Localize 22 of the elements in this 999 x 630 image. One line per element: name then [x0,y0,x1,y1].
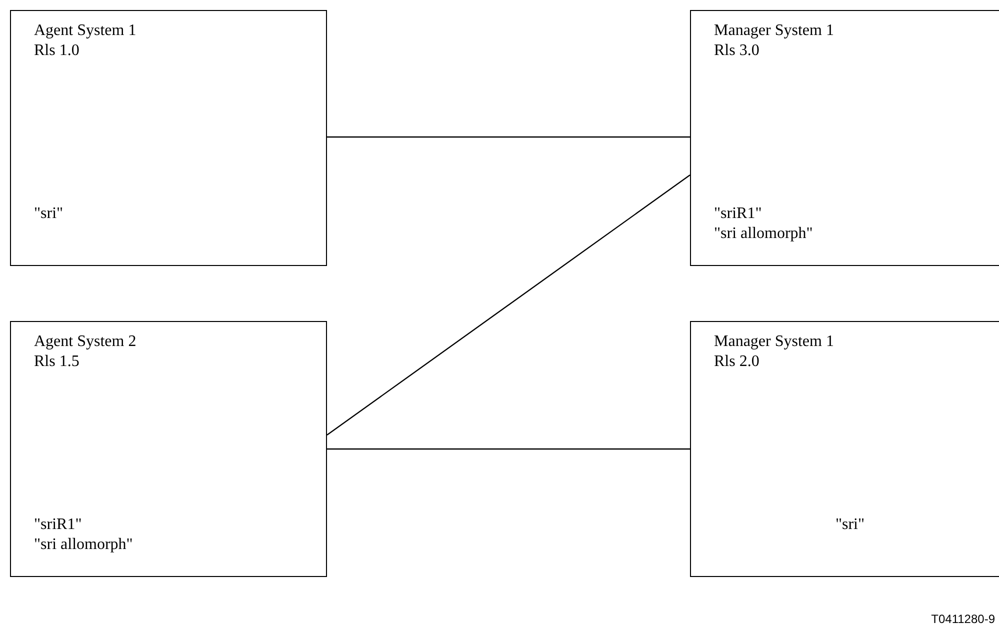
connector-line [326,174,690,436]
figure-number: T0411280-9 [931,611,995,628]
system-note: "sriR1" [714,204,762,224]
system-heading: Rls 3.0 [714,41,760,61]
system-box [10,321,327,577]
system-note: "sri allomorph" [34,535,133,555]
connector-line [327,136,690,138]
system-note: "sriR1" [34,515,82,535]
system-heading: Rls 2.0 [714,352,760,372]
system-heading: Rls 1.0 [34,41,80,61]
system-heading: Agent System 1 [34,21,136,41]
system-box [690,10,999,266]
system-heading: Manager System 1 [714,332,834,352]
connector-line [327,448,690,450]
system-note: "sri" [34,204,64,224]
system-heading: Manager System 1 [714,21,834,41]
system-heading: Agent System 2 [34,332,136,352]
system-box [10,10,327,266]
system-note: "sri" [835,515,865,535]
system-box [690,321,999,577]
system-note: "sri allomorph" [714,224,813,244]
system-heading: Rls 1.5 [34,352,80,372]
